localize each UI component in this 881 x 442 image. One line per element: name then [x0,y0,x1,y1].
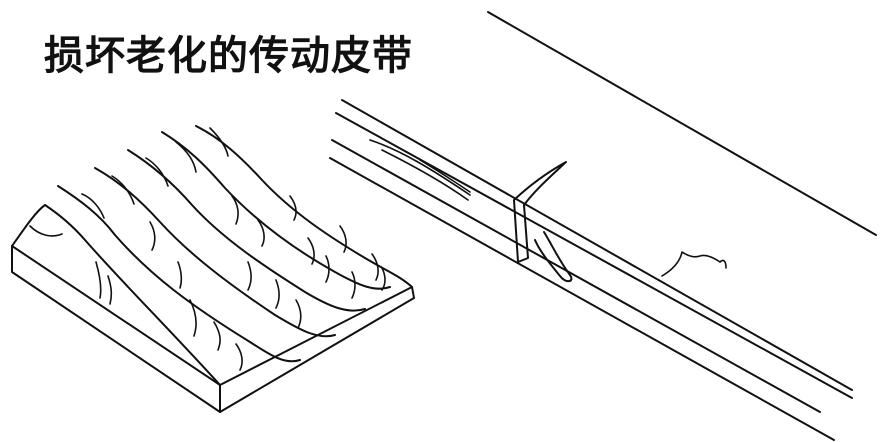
rib-ridge-2 [57,185,301,363]
rib-ridge-3 [94,167,336,338]
belt-strand-2 [335,112,853,399]
belt-tear [369,139,471,201]
belt-crack [661,251,727,277]
crack-marks [29,127,386,371]
rib-ridge-5 [161,131,391,290]
torn-flat-belt-section [329,11,877,441]
belt-strand-1 [341,99,853,391]
belt-end-face [219,286,415,413]
rib-ridge-4 [127,149,366,312]
rib-ridge-6 [195,125,413,288]
belt-tie-tail [534,231,573,283]
belt-strand-4 [329,157,835,441]
cracked-ribbed-belt-section [11,125,415,413]
belt-strand-3 [331,139,821,413]
diagram-title: 损坏老化的传动皮带 [44,33,413,79]
rib-ridge-1 [11,204,221,386]
belt-tie [513,161,567,263]
pulley-edge-line [487,11,877,236]
belt-front-face [11,245,221,413]
